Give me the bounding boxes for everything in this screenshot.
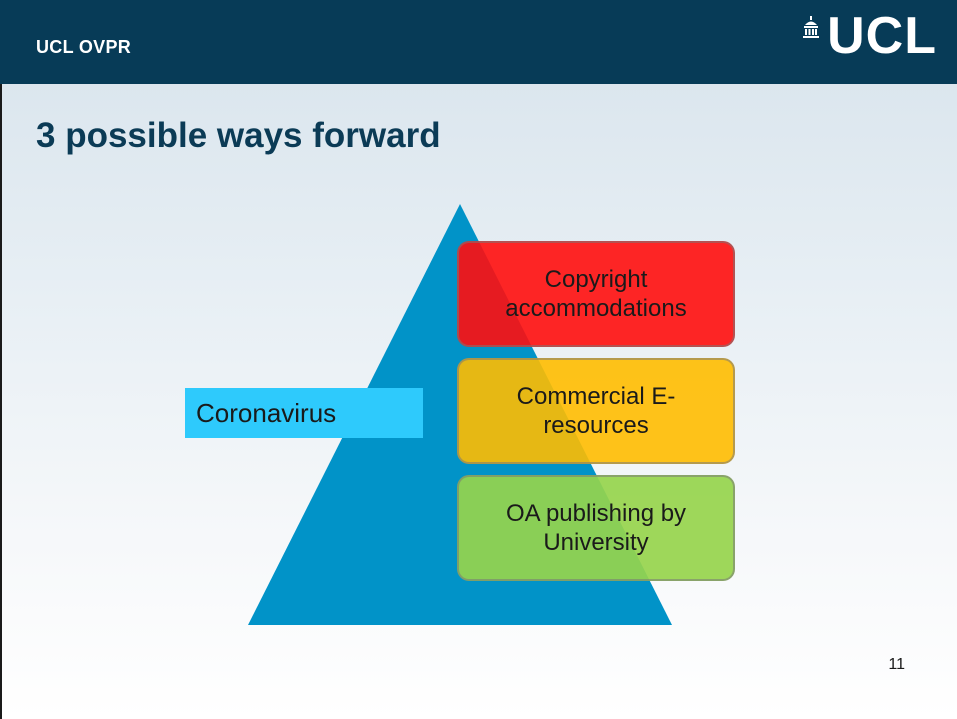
category-label: Coronavirus [185,388,423,438]
slide-title: 3 possible ways forward [36,116,441,155]
portico-icon [803,16,820,38]
header-bar: UCL OVPR UCL [0,0,957,84]
option-box-copyright: Copyright accommodations [457,241,735,347]
option-box-oa-publishing: OA publishing by University [457,475,735,581]
option-text: Commercial E-resources [516,383,676,439]
header-label: UCL OVPR [36,37,132,57]
logo-wordmark: UCL [827,7,937,65]
option-text: OA publishing by University [505,500,687,556]
ucl-logo: UCL [803,8,937,64]
slide-left-border [0,0,2,719]
option-box-commercial: Commercial E-resources [457,358,735,464]
page-number: 11 [888,656,905,673]
option-text: Copyright accommodations [505,266,687,322]
